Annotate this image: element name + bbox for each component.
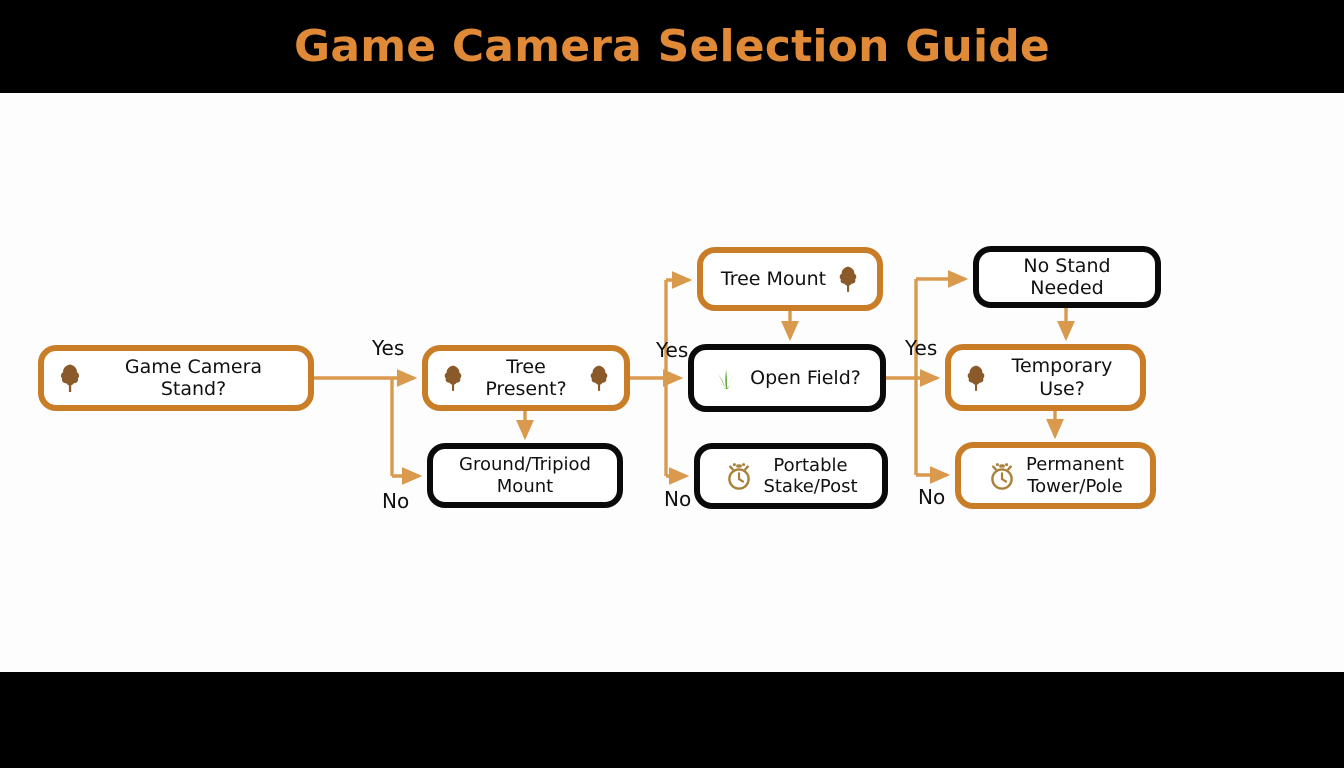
tree-icon	[60, 364, 80, 392]
node-tree-present[interactable]: Tree Present?	[422, 345, 630, 411]
node-temporary-use[interactable]: Temporary Use?	[945, 344, 1146, 411]
node-label: Portable Stake/Post	[763, 454, 858, 497]
tree-icon	[444, 365, 462, 391]
edge-label-yes: Yes	[372, 336, 405, 360]
edge-label-no: No	[382, 489, 410, 513]
node-label: Tree Present?	[485, 355, 567, 400]
edge-label-yes: Yes	[656, 338, 689, 362]
page-title: Game Camera Selection Guide	[294, 21, 1050, 72]
node-label: Game Camera Stand?	[124, 355, 263, 400]
bottom-band	[0, 672, 1344, 768]
node-no-stand-needed[interactable]: No Stand Needed	[973, 246, 1161, 308]
node-label: No Stand Needed	[1023, 254, 1111, 299]
tree-icon	[590, 365, 608, 391]
node-label: Tree Mount	[720, 267, 827, 290]
node-label: Permanent Tower/Pole	[1026, 454, 1124, 497]
stopwatch-icon	[728, 463, 751, 490]
edge-label-no: No	[918, 485, 946, 509]
node-ground-tripod-mount[interactable]: Ground/Tripiod Mount	[427, 443, 623, 508]
tree-icon	[967, 365, 985, 391]
node-tree-mount[interactable]: Tree Mount	[697, 247, 883, 311]
node-permanent-tower-pole[interactable]: Permanent Tower/Pole	[955, 442, 1156, 509]
node-portable-stake-post[interactable]: Portable Stake/Post	[694, 443, 888, 509]
grass-icon	[715, 370, 737, 389]
tree-icon	[839, 266, 857, 292]
title-band: Game Camera Selection Guide	[0, 0, 1344, 93]
edge-label-no: No	[664, 487, 692, 511]
flowchart-canvas: Game Camera Stand? Tree Present? Ground/…	[0, 93, 1344, 672]
node-label: Open Field?	[750, 366, 861, 389]
edge-label-yes: Yes	[905, 336, 938, 360]
node-label: Temporary Use?	[1011, 355, 1113, 400]
stopwatch-icon	[991, 462, 1013, 490]
node-label: Ground/Tripiod Mount	[459, 454, 591, 497]
node-game-camera-stand[interactable]: Game Camera Stand?	[38, 345, 314, 411]
node-open-field[interactable]: Open Field?	[688, 344, 886, 412]
